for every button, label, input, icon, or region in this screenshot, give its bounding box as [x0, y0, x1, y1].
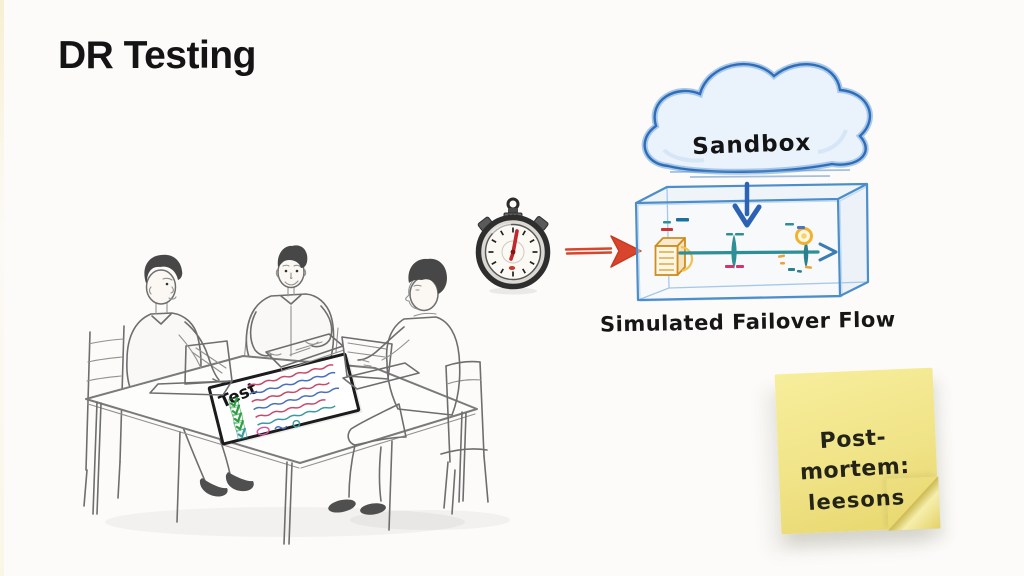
- box-caption: Simulated Failover Flow: [600, 307, 896, 336]
- failover-flow: [654, 218, 838, 276]
- stopwatch-ring: [506, 197, 520, 211]
- cloud-outline: [643, 62, 871, 173]
- left-chair: [83, 325, 125, 507]
- flow-line: [678, 250, 820, 255]
- flow-arrowhead: [818, 242, 838, 262]
- flow-node-right: [803, 240, 809, 268]
- sticky-note-line1: Post-mortem:: [799, 425, 911, 486]
- eye: [165, 282, 169, 286]
- left-edge-accent: [0, 0, 4, 576]
- test-checklist: Test: [207, 352, 363, 447]
- page-title: DR Testing: [58, 34, 256, 77]
- inject-arrow: [732, 181, 762, 228]
- arms-overlay: [178, 305, 333, 383]
- card-scribbles: [256, 419, 301, 436]
- checklist-lines: [247, 364, 340, 426]
- server-icon: [654, 237, 694, 276]
- trigger-arrowhead: [610, 235, 642, 268]
- sandbox-label: Sandbox: [692, 130, 812, 160]
- box-edges: [634, 182, 870, 302]
- stopwatch-ticks: [488, 227, 538, 277]
- sticky-note: Post-mortem: leesons: [774, 367, 940, 535]
- stopwatch: [475, 197, 551, 295]
- micro-labels: [661, 218, 812, 273]
- flow-node-mid: [731, 234, 737, 269]
- laptop-left: [149, 340, 233, 396]
- team-scene: Test: [83, 245, 510, 545]
- trigger-arrow: [564, 235, 642, 268]
- checklist-checks: [228, 396, 248, 440]
- sticky-note-text: Post-mortem: leesons: [776, 421, 933, 520]
- sandbox-cloud: Sandbox: [641, 61, 873, 178]
- sandbox-box: Simulated Failover Flow: [600, 181, 896, 337]
- person-right: [328, 258, 461, 515]
